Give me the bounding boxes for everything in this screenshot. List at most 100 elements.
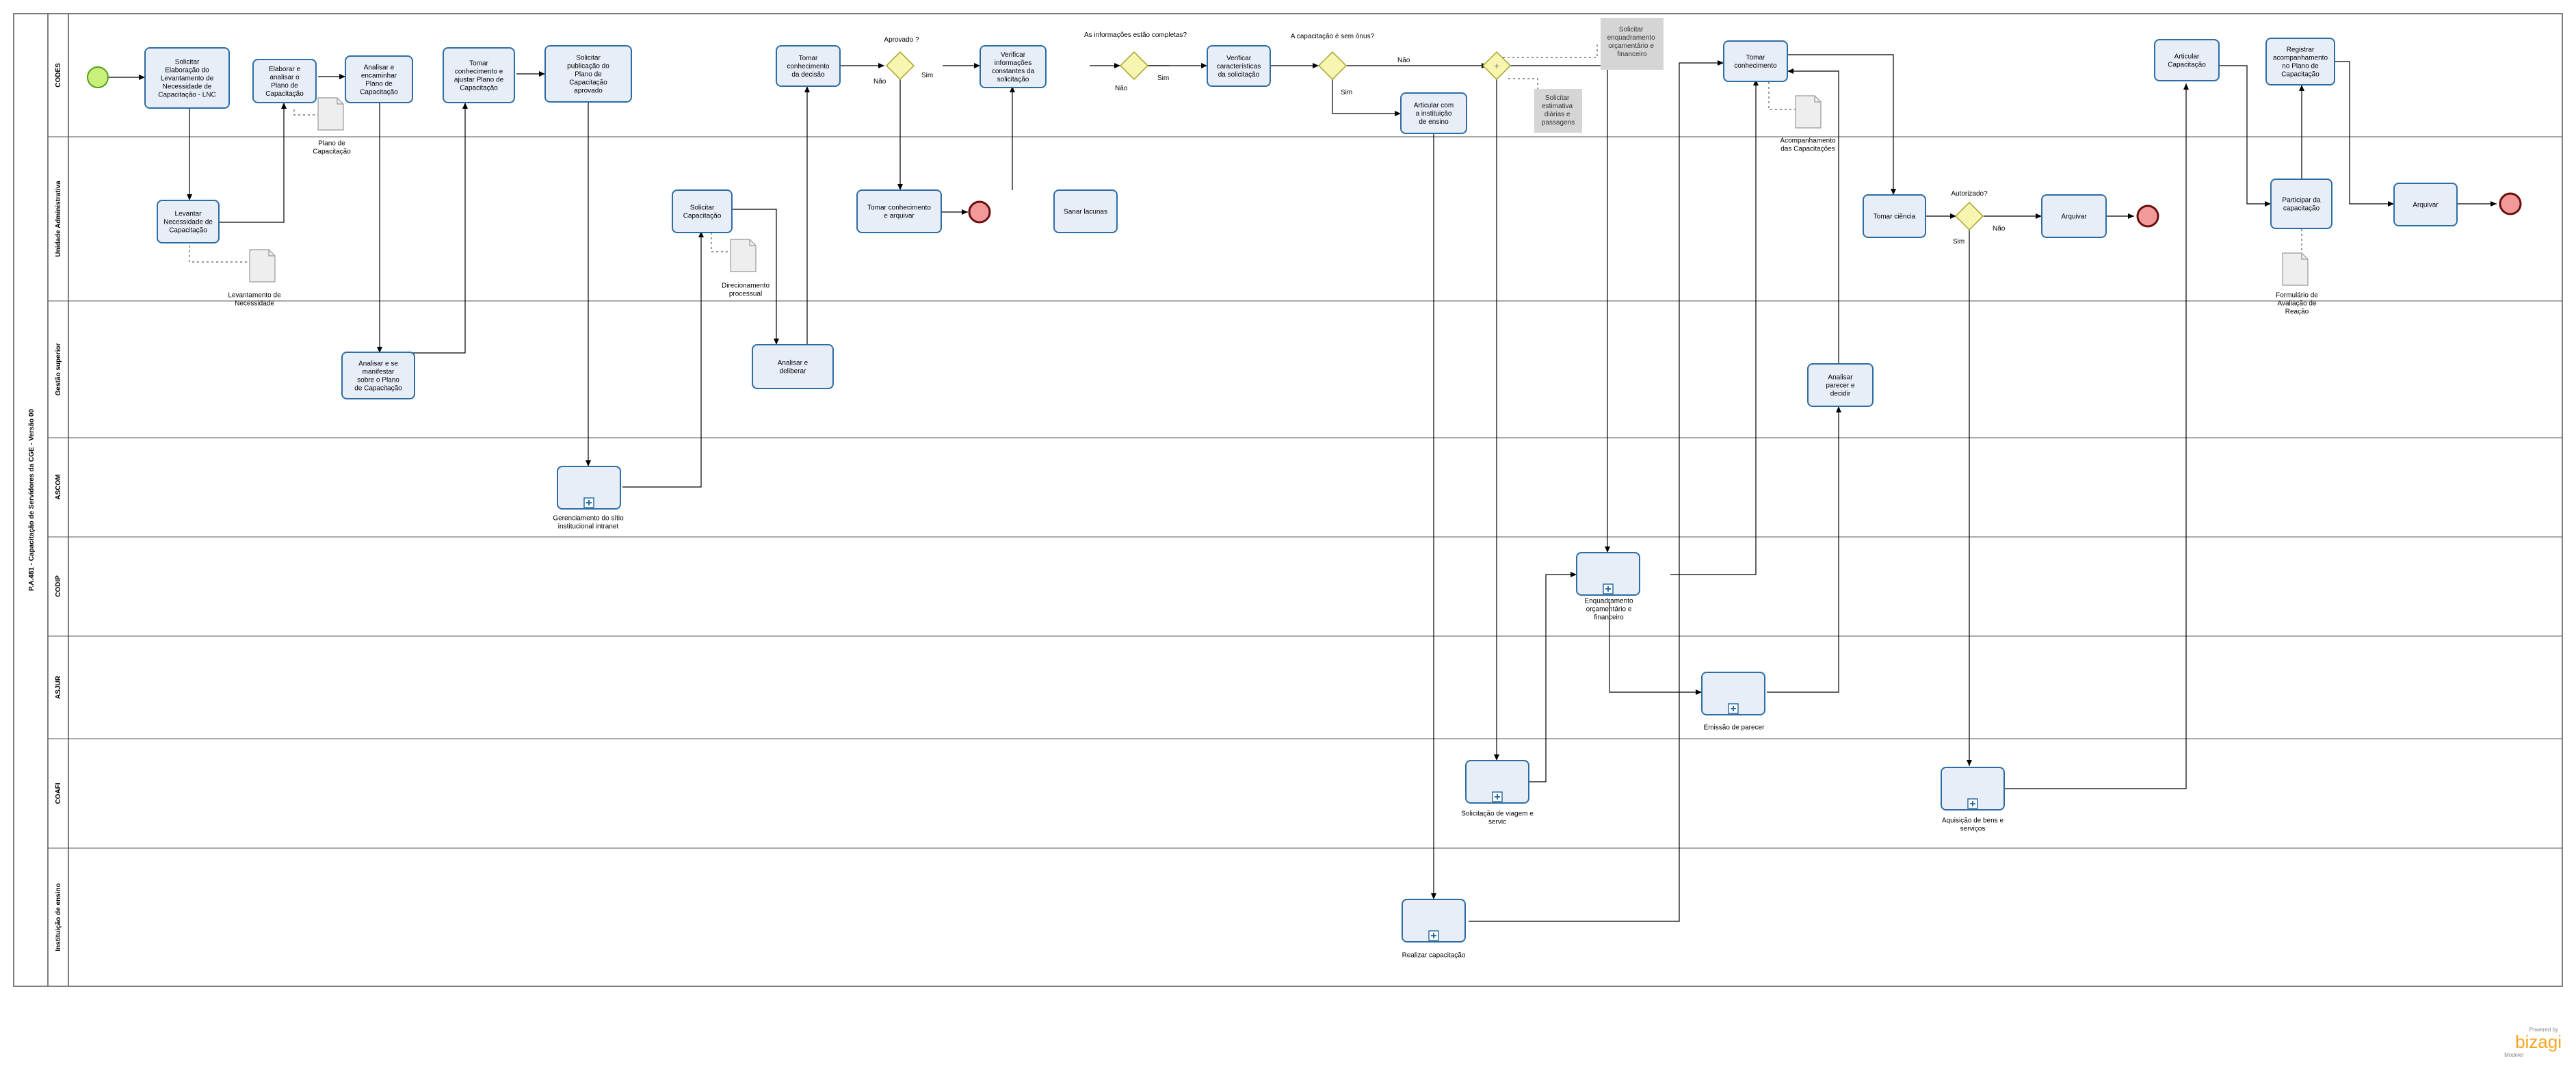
gateway-aprovado[interactable]: Aprovado ? — [884, 36, 919, 81]
flow-label: Sim — [1953, 238, 1964, 246]
gateway-label: Autorizado? — [1951, 190, 1988, 198]
flow-label: Sim — [1157, 75, 1169, 82]
expand-icon — [1728, 703, 1739, 714]
gateways: Aprovado ? As informações estão completa… — [884, 31, 1988, 231]
branding-logo: bizagi — [2515, 1031, 2562, 1052]
flow-label: Não — [1115, 85, 1128, 92]
task-label: Arquivar — [2413, 201, 2439, 209]
task-t17[interactable]: Tomar ciência — [1863, 194, 1926, 238]
task-t23[interactable]: Arquivar — [2393, 183, 2458, 226]
expand-icon — [1603, 583, 1614, 594]
task-t13[interactable]: Sanar lacunas — [1053, 189, 1118, 233]
task-t19[interactable]: Arquivar — [2041, 194, 2107, 238]
gateway-info-completas[interactable]: As informações estão completas? — [1084, 31, 1187, 81]
end-event[interactable] — [2499, 192, 2522, 215]
subprocess-s6[interactable]: Realizar capacitação — [1402, 899, 1466, 959]
lane-label-ascom: ASCOM — [55, 474, 62, 499]
annotations: Solicitar enquadramento orçamentário e f… — [1534, 18, 1664, 133]
gateway-autorizado[interactable]: Autorizado? — [1951, 190, 1988, 231]
expand-icon — [1492, 791, 1503, 802]
start-event[interactable] — [87, 66, 109, 88]
annotation-diarias[interactable]: Solicitar estimativa diárias e passagens — [1534, 89, 1582, 133]
expand-icon — [1967, 798, 1978, 809]
expand-icon — [583, 497, 594, 508]
associations — [189, 42, 2302, 263]
subprocess-label: Emissão de parecer — [1704, 724, 1765, 731]
gateway-label: Aprovado ? — [884, 36, 919, 44]
annotation-text: Solicitar estimativa diárias e passagens — [1542, 94, 1575, 127]
end-event[interactable] — [968, 200, 991, 224]
lane-label-gestao: Gestão superior — [55, 343, 62, 396]
gateway-parallel[interactable]: + — [1482, 51, 1512, 81]
lane-label-coafi: COAFI — [55, 782, 62, 804]
flow-label: Sim — [921, 72, 933, 79]
expand-icon — [1428, 930, 1439, 941]
gateway-label: As informações estão completas? — [1084, 31, 1187, 39]
flow-labels: Não Sim Não Sim Não Sim Sim Não — [873, 57, 2006, 246]
subprocess-label: Realizar capacitação — [1402, 951, 1466, 959]
subprocess-s3[interactable]: Emissão de parecer — [1701, 672, 1765, 731]
sequence-flows — [109, 54, 2497, 922]
flow-label: Não — [1993, 225, 2006, 233]
lane-label-asjur: ASJUR — [55, 675, 62, 699]
task-label: Tomar ciência — [1874, 213, 1916, 220]
flow-label: Sim — [1341, 89, 1352, 96]
gateway-sem-onus[interactable]: A capacitação é sem ônus? — [1291, 33, 1375, 81]
end-event[interactable] — [2136, 205, 2159, 228]
flow-label: Não — [873, 78, 886, 85]
lane-label-codip: CODIP — [55, 575, 62, 597]
annotation-orcamentario[interactable]: Solicitar enquadramento orçamentário e f… — [1601, 18, 1664, 70]
